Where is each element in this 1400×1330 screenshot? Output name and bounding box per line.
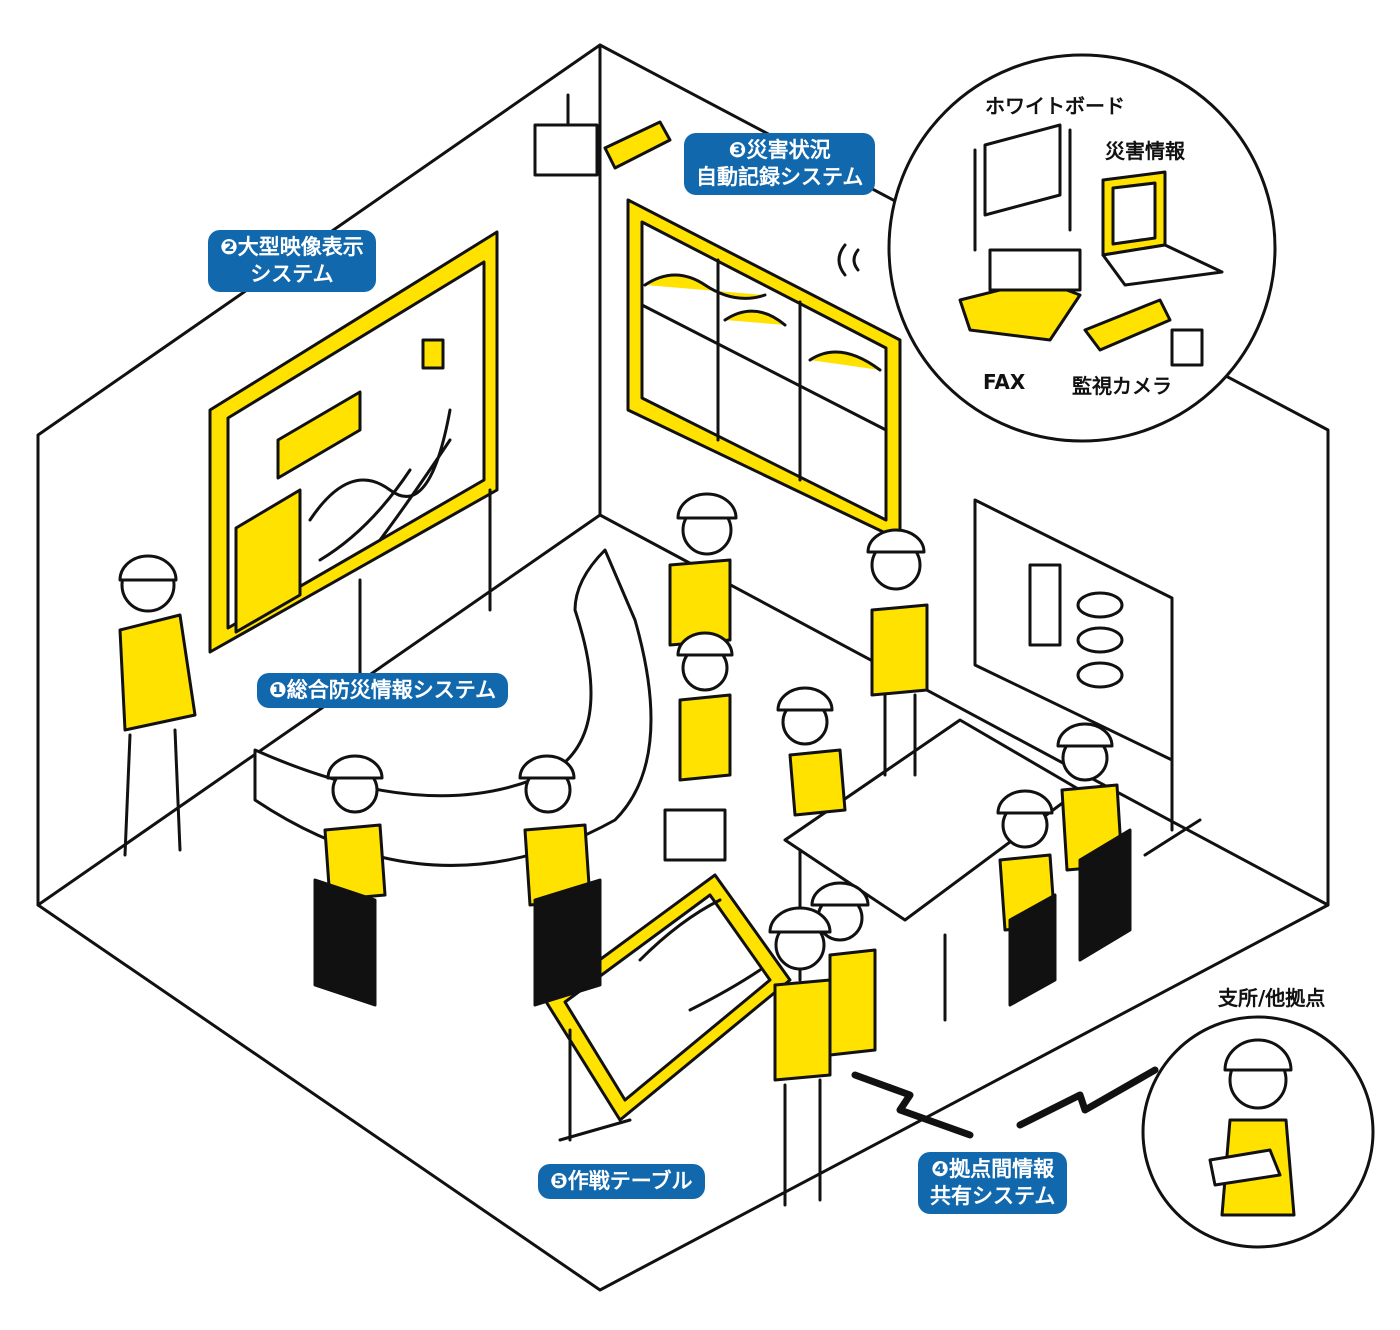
security-camera-icon: [1083, 298, 1204, 367]
remote-office-circle: [1141, 1015, 1375, 1249]
caption-disaster-info: 災害情報: [1105, 139, 1185, 163]
person: [810, 881, 877, 1057]
label-disaster-auto-recording-system: ❸災害状況 自動記録システム: [684, 133, 876, 195]
whiteboard: [973, 498, 1202, 857]
person: [313, 754, 387, 1007]
person: [866, 528, 929, 777]
label-operation-table: ❺作戦テーブル: [538, 1164, 705, 1199]
person: [663, 631, 734, 862]
lightning-bolt-icon: [851, 1071, 974, 1139]
person: [518, 754, 602, 1007]
person: [668, 492, 738, 647]
whiteboard-icon: [973, 123, 1072, 252]
staff-members: [118, 492, 1132, 1207]
person: [768, 906, 832, 1207]
label-integrated-disaster-info-system: ❶総合防災情報システム: [257, 673, 509, 708]
caption-whiteboard: ホワイトボード: [985, 94, 1125, 118]
label-line: 共有システム: [930, 1184, 1056, 1208]
inset-devices-circle: [887, 53, 1277, 443]
lightning-bolt-icon: [1016, 1066, 1159, 1129]
caption-fax: FAX: [983, 370, 1026, 394]
label-inter-site-info-sharing-system: ❹拠点間情報 共有システム: [918, 1152, 1068, 1214]
recording-monitor-wall: [626, 198, 902, 542]
label-large-video-display-system: ❷大型映像表示 システム: [208, 230, 376, 292]
label-line: ❸災害状況: [728, 138, 831, 162]
label-line: ❹拠点間情報: [931, 1157, 1055, 1181]
caption-branch-office: 支所/他拠点: [1218, 986, 1326, 1010]
caption-surveillance-camera: 監視カメラ: [1072, 374, 1172, 398]
laptop-icon: [1101, 170, 1224, 287]
wireless-signal-icon: [837, 243, 860, 277]
person: [776, 686, 847, 817]
label-line: ❷大型映像表示: [220, 235, 364, 259]
operation-table: [543, 873, 792, 1142]
label-line: システム: [250, 262, 334, 286]
person: [118, 554, 197, 857]
fax-icon: [958, 248, 1082, 342]
person: [1056, 722, 1132, 962]
person: [996, 789, 1057, 1007]
label-line: 自動記録システム: [696, 165, 864, 189]
large-video-wall: [208, 230, 499, 682]
wall-camera-icon: [533, 93, 672, 177]
